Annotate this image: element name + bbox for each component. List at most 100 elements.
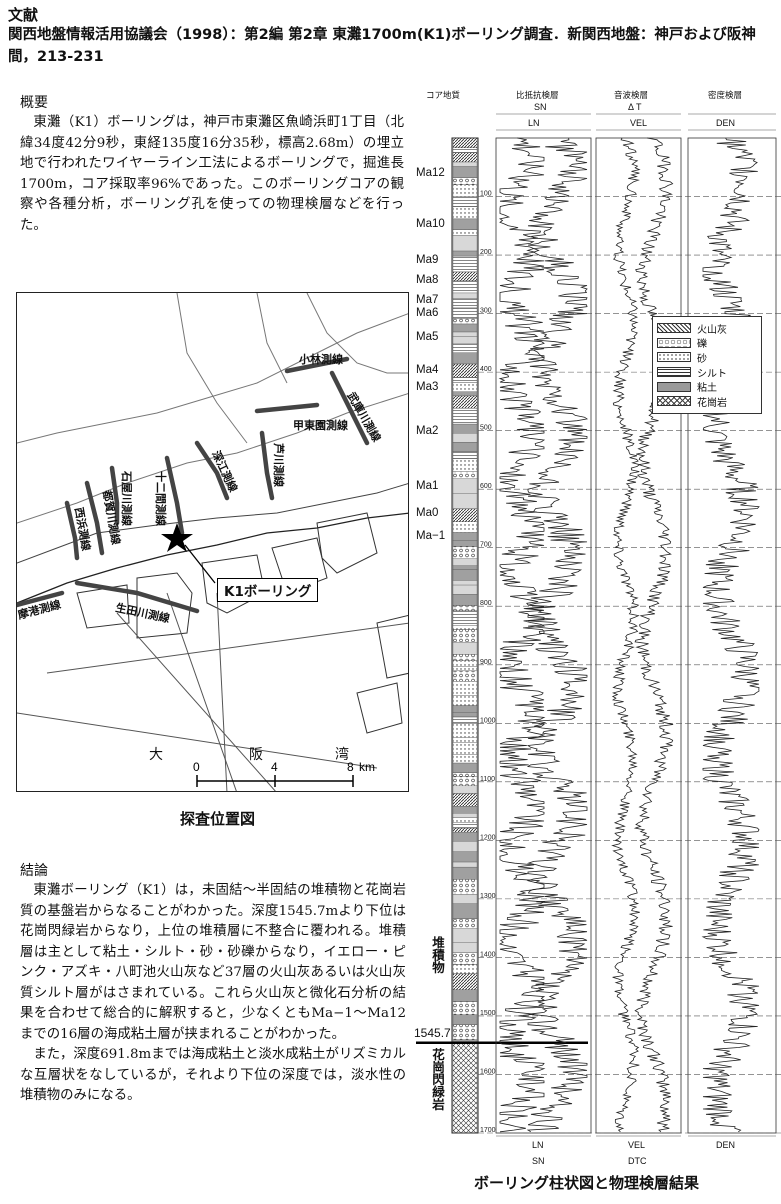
depth-tick-label: 1500 [480,1010,496,1017]
lithology-layer [452,723,478,738]
lithology-layer [452,271,478,281]
line-label-ikutagawa: 生田川測線 [114,600,171,625]
lithology-layer [452,861,478,868]
lithology-layer [452,793,478,807]
legend-label: 火山灰 [697,324,727,336]
conclusion-paragraph-1: 東灘ボーリング（K1）は，未固結～半固結の堆積物と花崗岩質の基盤岩からなることが… [20,883,406,1042]
lithology-layer [452,235,478,252]
lithology-layer [452,822,478,829]
marine-clay-label: Ma−1 [416,529,446,542]
depth-tick-label: 200 [480,249,492,256]
lithology-layer [452,391,478,397]
marine-clay-label: Ma9 [416,254,439,267]
lithology-layer [452,229,478,236]
sediment-label: 堆積物 [430,936,445,974]
legend-row: 砂 [657,350,757,365]
marine-clay-label: Ma7 [416,294,439,307]
lithology-layer [452,478,478,494]
lithology-layer [452,625,478,630]
lithology-layer [452,584,478,595]
lithology-layer [452,508,478,522]
map-drawing: 小林測線 武庫川測線 甲東園測線 芦川測線 深江測線 十二間測線 石屋川測線 都… [17,293,408,791]
legend-label: 粘土 [697,383,717,395]
line-label-ashikawa: 芦川測線 [272,443,286,487]
lithology-layer [452,942,478,953]
lithology-layer [452,152,478,163]
depth-tick-label: 1600 [480,1068,496,1075]
lithology-layer [452,532,478,541]
lithology-layer [452,879,478,895]
log-header-sonic: 音波検層 [614,90,648,101]
depth-tick-label: 1100 [480,776,495,783]
reference-heading: 文献 [8,6,39,24]
line-label-kobayashi: 小林測線 [298,352,343,366]
lithology-layer [452,841,478,852]
curve-label-bottom-dtc: DTC [628,1156,647,1166]
lithology-layer [452,772,478,777]
boring-log-drawing: コア地質 比抵抗検層 音波検層 密度検層 SN LN Δ T VEL DEN L… [416,90,781,1166]
lithology-layer [452,196,478,207]
lithology-layer [452,666,478,672]
lithology-layer [452,641,478,655]
lithology-layer [452,831,478,842]
lithology-layer [452,363,478,378]
log-header-core: コア地質 [426,90,461,101]
legend-row: 花崗岩 [657,394,757,409]
lithology-layer [452,307,478,319]
legend-label: シルト [697,368,727,380]
lithology-layer [452,918,478,929]
lithology-layer [452,762,478,773]
lithology-layer [452,1024,478,1040]
lithology-layer [452,742,478,755]
lithology-layer [452,660,478,667]
depth-tick-label: 600 [480,483,492,490]
lithology-layer [452,298,478,309]
lithology-legend: 火山灰 礫 砂 シルト 粘土 花崗岩 [652,316,762,414]
unconformity-depth: 1545.7 [414,1026,451,1040]
log-track-frame [595,137,682,1134]
curve-label-dt: Δ T [628,102,642,112]
lithology-layer [452,280,478,294]
lithology-layer [452,292,478,299]
lithology-layer [452,851,478,863]
scale-tick-8: 8 [347,760,354,774]
lithology-layer [452,716,478,724]
depth-tick-label: 100 [480,191,492,198]
resistivity-curve-ln [526,137,589,1133]
lithology-layer [452,471,478,479]
curve-label-den: DEN [716,118,735,128]
lithology-layer [452,177,478,185]
lithology-layer [452,318,478,325]
curve-label-vel: VEL [630,118,647,128]
conclusion-paragraph-2: また，深度691.8mまでは海成粘土と淡水成粘土がリズミカルな互層状をなしている… [20,1047,406,1103]
lithology-layer [452,1014,478,1025]
lithology-layer [452,594,478,606]
depth-tick-label: 1400 [480,951,496,958]
curve-label-bottom-ln: LN [532,1140,544,1150]
lithology-layer [452,521,478,533]
lithology-layer [452,493,478,509]
sonic-curve-vel [633,137,674,1133]
log-header-density: 密度検層 [708,90,742,101]
lithology-layer [452,866,478,880]
legend-swatch-ash [657,323,691,334]
lithology-layer [452,569,478,581]
depth-tick-label: 700 [480,542,492,549]
lithology-layer [452,654,478,661]
lithology-layer [452,336,478,344]
map-caption: 探査位置図 [180,810,256,828]
lithology-layer [452,377,478,383]
lithology-layer [452,952,478,965]
legend-label: 花崗岩 [697,397,727,409]
marine-clay-label: Ma0 [416,507,439,520]
lithology-layer [452,382,478,393]
lithology-layer [452,451,478,459]
lithology-layer [452,964,478,974]
lithology-layer [452,218,478,230]
legend-swatch-gravel [657,337,691,348]
lithology-layer [452,1001,478,1015]
marine-clay-label: Ma4 [416,363,439,376]
legend-row: シルト [657,365,757,380]
lithology-layer [452,580,478,586]
lithology-layer [452,546,478,559]
